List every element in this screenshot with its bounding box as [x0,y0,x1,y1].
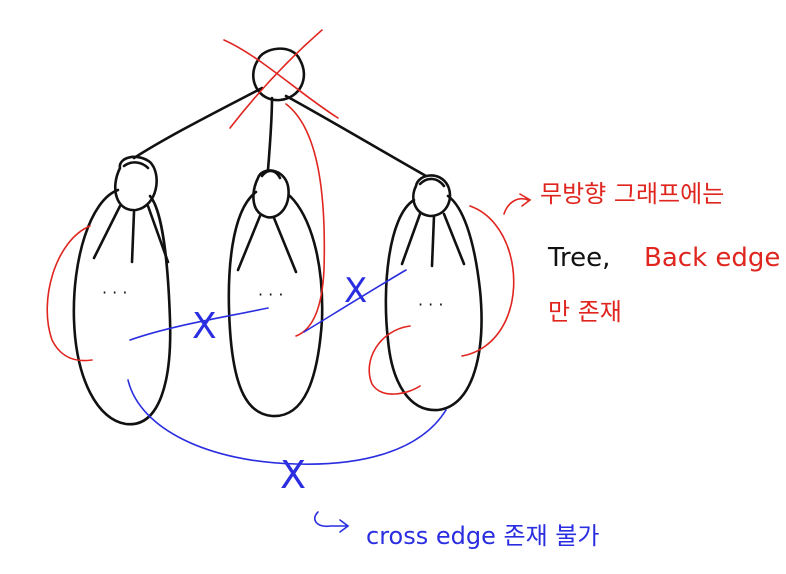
back-edge-right [461,205,515,357]
x-mark-left-middle: X [192,306,217,347]
left-child-node [113,155,158,212]
middle-child-node [252,169,290,219]
root-cross-stroke-2 [229,29,323,129]
cross-edge-arrow [314,511,350,533]
annotation-only-exists: 만 존재 [548,298,622,326]
annotation-back-edge: Back edge [644,243,780,273]
back-edge-root [285,103,326,337]
right-child-inner [418,177,446,188]
right-subtree-branch-1 [400,212,422,266]
back-edge-left [46,225,93,362]
cross-edge-bottom [127,379,447,465]
middle-subtree-outline [227,190,324,418]
cross-edge-middle-right [303,269,407,333]
middle-child-inner [260,169,282,180]
right-subtree-branch-2 [430,214,436,268]
left-child-inner [122,161,150,170]
edge-root-middle [266,96,274,172]
root-node [252,47,306,102]
left-subtree-branch-3 [146,204,170,264]
root-cross-stroke-1 [223,39,339,119]
right-child-node [412,174,452,218]
annotation-cross-edge: cross edge 존재 불가 [366,522,599,550]
right-subtree-ellipsis: · · · [418,295,443,314]
middle-subtree-branch-2 [272,216,298,274]
left-subtree-ellipsis: · · · [102,283,127,302]
x-mark-middle-right: X [344,271,367,311]
left-subtree-branch-1 [92,204,122,260]
middle-subtree-ellipsis: · · · [258,285,283,304]
back-edge-right-lower [368,325,421,395]
left-subtree-outline [72,188,172,426]
edge-root-right [284,94,428,178]
annotation-undirected-graph: 무방향 그래프에는 [540,180,724,208]
edge-root-left [132,86,264,160]
right-subtree-branch-3 [442,212,466,266]
cross-edge-left-middle [129,307,269,341]
annotation-arrow [503,193,532,215]
annotation-tree: Tree, [547,243,610,273]
middle-subtree-branch-1 [236,214,262,272]
left-subtree-branch-2 [130,210,136,264]
x-mark-bottom: X [280,453,306,497]
